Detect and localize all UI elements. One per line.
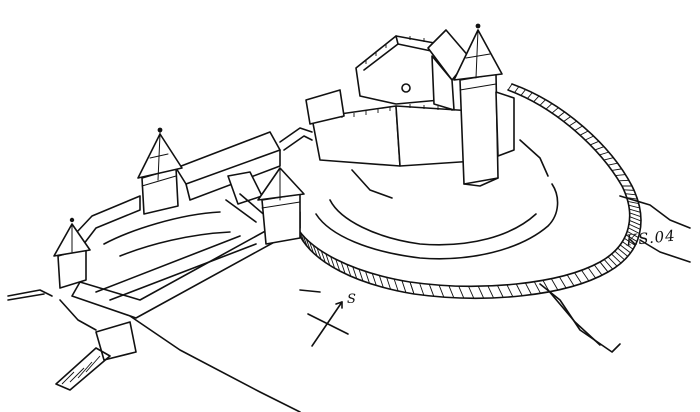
palisade-stake xyxy=(419,283,425,296)
palisade-stake xyxy=(617,247,629,257)
terrain xyxy=(7,139,691,412)
palisade-stake xyxy=(629,212,641,218)
palisade-stake xyxy=(557,111,565,118)
palisade-stake xyxy=(330,256,336,269)
palisade-stake xyxy=(346,264,352,277)
palisade-stake xyxy=(628,227,640,234)
palisade-stake xyxy=(603,259,614,270)
palisade-stake xyxy=(302,235,308,247)
palisade-stake xyxy=(627,230,639,238)
palisade-stake xyxy=(574,125,583,131)
palisade-stake xyxy=(628,204,640,209)
palisade-stake xyxy=(371,273,377,286)
palisade-stake xyxy=(599,151,609,156)
palisade-stake xyxy=(545,103,553,110)
palisade-stake xyxy=(539,99,546,106)
gate-tower xyxy=(257,167,305,245)
palisade-stake xyxy=(584,135,594,141)
palisade-stake xyxy=(448,285,455,298)
palisade-stake xyxy=(438,284,445,298)
palisade-stake xyxy=(507,83,513,91)
palisade-stake xyxy=(468,286,475,299)
palisade-stake xyxy=(611,168,622,171)
palisade-stake xyxy=(401,280,407,293)
palisade-stake xyxy=(487,285,494,299)
palisade-stake xyxy=(607,162,618,166)
palisade-stake xyxy=(335,259,341,272)
palisade-stake xyxy=(524,282,532,295)
palisade-stake xyxy=(533,281,541,294)
palisade-stake xyxy=(563,116,571,122)
palisade-stake xyxy=(625,234,638,242)
palisade-stake xyxy=(300,232,305,244)
palisade-stake xyxy=(551,107,559,114)
palisade-stake xyxy=(312,244,318,257)
palisade-stake xyxy=(607,256,618,267)
palisade-stake xyxy=(603,157,614,161)
palisade-stake xyxy=(358,268,364,282)
palisade-stake xyxy=(623,189,635,191)
palisade-stake xyxy=(497,285,504,298)
palisade-stake xyxy=(550,278,559,291)
palisade-stake xyxy=(393,278,399,292)
palisade-stake xyxy=(622,241,634,250)
palisade-stake xyxy=(594,146,605,151)
palisade-stake xyxy=(625,193,636,196)
palisade-stake xyxy=(628,223,641,230)
palisade-stake xyxy=(629,219,641,226)
palisade-stake xyxy=(615,174,626,177)
palisade-stake xyxy=(305,238,311,250)
lower-bailey xyxy=(55,127,313,391)
palisade-stake xyxy=(320,250,326,263)
compass-direction-label: S xyxy=(347,292,356,307)
palisade-stake xyxy=(340,261,346,274)
upper-castle xyxy=(305,23,515,187)
palisade-stake xyxy=(619,244,631,254)
palisade-stake xyxy=(506,284,514,297)
palisade-stake xyxy=(579,130,589,136)
palisade-stake xyxy=(458,285,465,299)
palisade-stake xyxy=(574,272,582,284)
palisade-stake xyxy=(542,280,550,292)
palisade-stake xyxy=(378,275,384,288)
palisade-stake xyxy=(599,261,609,273)
palisade-stake xyxy=(611,253,622,264)
palisade-stake xyxy=(386,277,392,290)
palisade-stake xyxy=(614,250,625,261)
palisade-stake xyxy=(593,264,603,276)
palisade-stake xyxy=(589,140,600,146)
palisade-stake xyxy=(533,95,540,103)
palisade-stake xyxy=(629,216,642,222)
palisade-stake xyxy=(409,281,415,295)
palisade-stake xyxy=(316,247,322,260)
palisade-stake xyxy=(520,89,526,96)
palisade-stake xyxy=(309,241,314,254)
palisade-stake xyxy=(365,271,370,284)
palisade-stake xyxy=(352,266,358,279)
palisade-stake xyxy=(627,200,639,204)
palisade-stake xyxy=(624,237,636,246)
palisade-stake xyxy=(626,197,638,200)
palisade-stake xyxy=(566,274,575,287)
palisade-stake xyxy=(428,284,435,297)
palisade-stake xyxy=(558,276,567,289)
left-tower xyxy=(137,127,183,215)
palisade-stake xyxy=(514,86,520,93)
palisade-stake xyxy=(629,208,641,213)
palisade xyxy=(295,83,642,299)
palisade-stake xyxy=(569,120,577,127)
small-left-tower xyxy=(53,217,91,289)
palisade-stake xyxy=(527,92,533,99)
palisade-stake xyxy=(477,286,485,299)
palisade-stake xyxy=(325,253,331,266)
palisade-stake xyxy=(515,283,523,296)
palisade-stake xyxy=(618,179,629,182)
palisade-stake xyxy=(587,267,597,279)
compass-arrow xyxy=(307,301,349,347)
palisade-stake xyxy=(581,269,590,282)
